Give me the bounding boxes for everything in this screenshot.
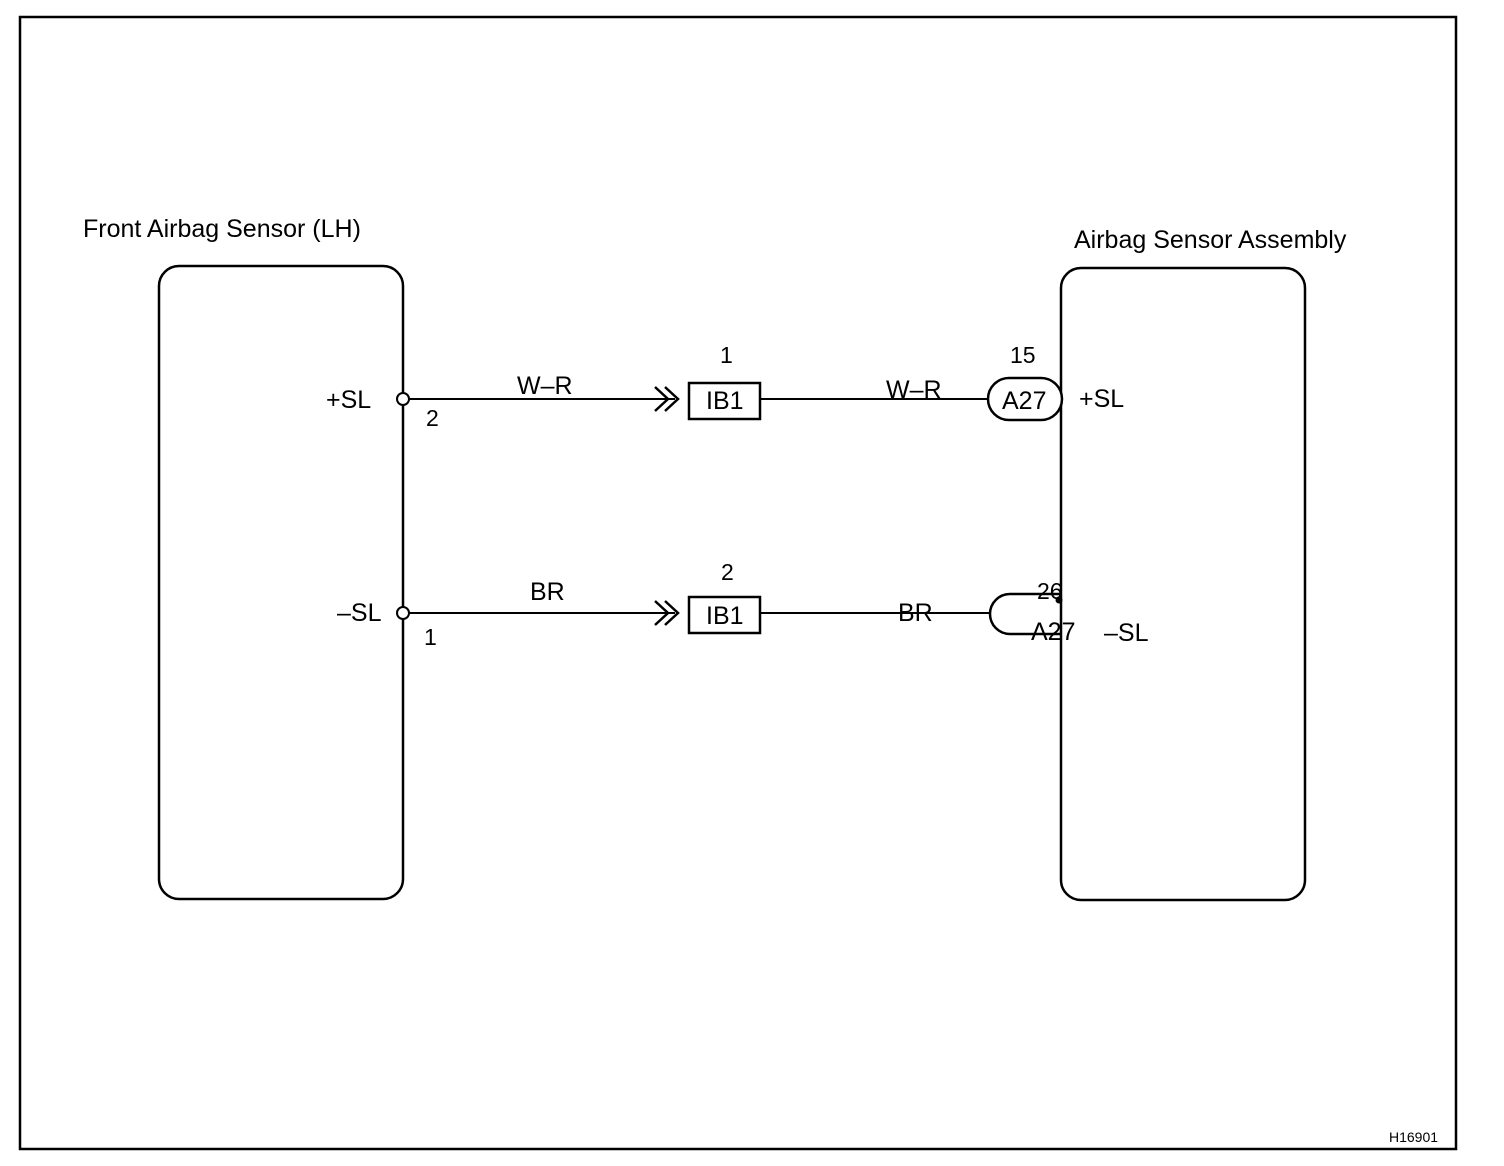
wire-color-right: BR [898, 599, 933, 627]
connector-pin-number: 15 [1010, 342, 1036, 368]
left-terminal-label: +SL [326, 386, 371, 414]
connector-a27-oval [986, 376, 1064, 422]
airbag-sensor-assembly-title: Airbag Sensor Assembly [1074, 226, 1347, 254]
airbag-sensor-assembly-box [1059, 266, 1307, 902]
junction-pin-number: 1 [720, 342, 733, 368]
connector-label: A27 [1002, 387, 1046, 415]
wire-color-left: BR [530, 578, 565, 606]
terminal-circle [396, 606, 410, 620]
right-terminal-label: –SL [1104, 619, 1149, 647]
wire-color-left: W–R [517, 372, 573, 400]
left-terminal-label: –SL [337, 599, 382, 627]
junction-label: IB1 [706, 387, 744, 415]
front-airbag-sensor-box [157, 264, 405, 901]
junction-ib1-box [687, 595, 762, 635]
diagram-frame [18, 15, 1458, 1151]
left-pin-number: 1 [424, 624, 437, 650]
connector-arrow-icon [654, 386, 680, 412]
connector-arrow-icon [654, 600, 680, 626]
circuit-minus-sl: –SL 1 BR 2 IB1 BR 26 A27 –SL [337, 559, 1149, 650]
connector-pin-number: 26 [1037, 578, 1063, 604]
circuit-plus-sl: +SL 2 W–R 1 IB1 W–R 15 A27 +SL [326, 342, 1124, 431]
junction-pin-number: 2 [721, 559, 734, 585]
terminal-circle [396, 392, 410, 406]
junction-ib1-box [687, 381, 762, 421]
front-airbag-sensor-title: Front Airbag Sensor (LH) [83, 215, 361, 243]
right-terminal-label: +SL [1079, 385, 1124, 413]
figure-id: H16901 [1389, 1129, 1438, 1145]
connector-a27-open-oval [988, 592, 1062, 636]
junction-label: IB1 [706, 602, 744, 630]
wire-color-right: W–R [886, 376, 942, 404]
splice-dot [1055, 596, 1063, 604]
left-pin-number: 2 [426, 405, 439, 431]
connector-label: A27 [1031, 618, 1075, 646]
